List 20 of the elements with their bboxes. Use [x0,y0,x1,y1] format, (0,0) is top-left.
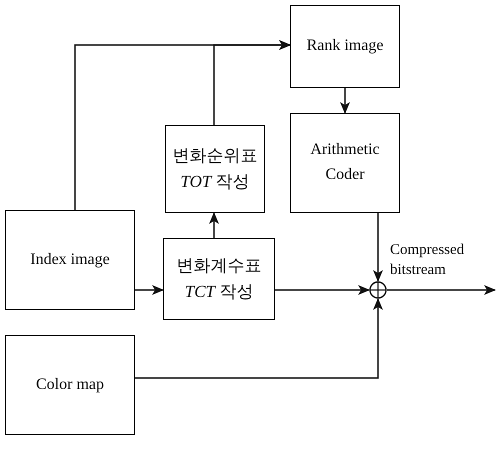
arrow [387,285,496,295]
arrow [340,88,350,114]
box-text: 변화계수표 TCT 작성 [176,254,262,303]
box-text: 변화순위표 TOT 작성 [172,144,258,193]
arrow [213,40,291,125]
arrow [135,298,383,379]
box-text: Arithmetic Coder [309,140,381,185]
process-box [290,5,400,88]
box-text: Color map [36,374,104,395]
box-text: Rank image [306,36,384,56]
process-box [290,113,400,213]
process-box [5,210,135,310]
process-box [165,125,265,213]
box-text: Index image [30,250,110,270]
arrow [209,212,219,238]
arrow [275,285,370,295]
process-box [163,238,275,320]
arrow [135,285,164,295]
process-box [5,335,135,435]
arrow [373,213,383,282]
